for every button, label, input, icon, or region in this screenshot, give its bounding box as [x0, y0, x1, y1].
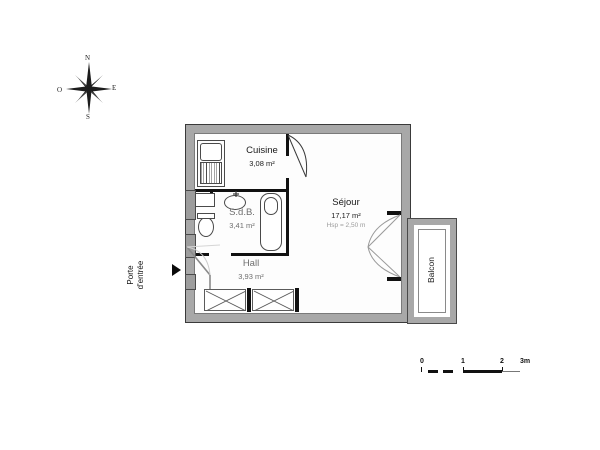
window-mullion-right: [295, 288, 299, 312]
balcony-structure: Balcon: [407, 218, 457, 324]
room-name-cuisine: Cuisine: [246, 145, 278, 156]
scale-segment-dash-b: [443, 370, 453, 373]
scale-segment-thin: [502, 371, 520, 372]
wall-stub-entrance-lower: [185, 234, 196, 258]
room-area-cuisine: 3,08 m²: [249, 158, 275, 168]
room-ceiling-height-sejour: Hsp = 2,50 m: [326, 222, 366, 230]
bathroom-toilet-tank: [197, 213, 215, 219]
room-label-hall: Hall 3,93 m²: [212, 258, 290, 281]
window-hall-right: [252, 289, 294, 311]
balcony-doorjamb-lower: [387, 277, 401, 281]
kitchen-counter-fixture: [200, 162, 222, 184]
compass-label-east: E: [112, 84, 117, 92]
window-mullion-center: [247, 288, 251, 312]
scale-tick-label-1: 1: [461, 358, 465, 365]
balcony-inner-outline: [418, 229, 446, 313]
room-name-sdb: S.d.B.: [229, 207, 255, 218]
scale-end-label: 3m: [520, 358, 531, 365]
entrance-label-line2: d'entrée: [135, 260, 145, 290]
partition-vertical-bathroom: [286, 189, 289, 256]
scale-bar: 0 1 2 3m: [420, 358, 530, 378]
entrance-label-line1: Porte: [126, 265, 135, 285]
scale-tick-label-0: 0: [420, 358, 424, 365]
window-hall-left: [204, 289, 246, 311]
compass-star-icon: [66, 62, 112, 114]
balcony-door-swing: [367, 214, 401, 278]
scale-tick-1: [463, 367, 464, 372]
entrance-arrow-icon: [172, 264, 181, 276]
partition-bathroom-doorjamb: [195, 189, 213, 192]
bathroom-cabinet-fixture: [195, 193, 215, 207]
scale-segment-dash-a: [428, 370, 438, 373]
bathroom-faucet-icon: [233, 191, 239, 197]
compass-label-south: S: [86, 113, 90, 121]
room-name-balcon: Balcon: [426, 257, 436, 283]
wall-stub-entrance-door: [185, 274, 196, 290]
scale-tick-0: [421, 367, 422, 372]
bathroom-bathtub-inner: [264, 197, 278, 215]
partition-horizontal-kitchen-bottom: [195, 189, 289, 192]
compass-label-west: O: [57, 86, 63, 94]
kitchen-door-swing: [287, 134, 308, 178]
partition-vertical-kitchen-lower: [286, 178, 289, 191]
room-name-hall: Hall: [242, 258, 260, 269]
compass-label-north: N: [85, 54, 91, 62]
bathroom-washbasin-fixture: [224, 195, 246, 210]
room-label-cuisine: Cuisine 3,08 m²: [226, 145, 298, 168]
room-area-sejour: 17,17 m²: [331, 210, 361, 220]
partition-horizontal-bathroom-bottom: [231, 253, 289, 256]
scale-tick-2: [502, 367, 503, 372]
partition-vertical-kitchen: [286, 134, 289, 156]
scale-tick-label-2: 2: [500, 358, 504, 365]
scale-segment-solid: [463, 370, 502, 373]
room-label-sejour: Séjour 17,17 m² Hsp = 2,50 m: [298, 197, 394, 230]
compass-rose: N E S O: [52, 52, 126, 126]
floor-plan-drawing: Cuisine 3,08 m² S.d.B. 3,41 m² Séjour 17…: [185, 124, 411, 323]
balcony-doorjamb-upper: [387, 211, 401, 215]
room-label-sdb: S.d.B. 3,41 m²: [204, 207, 280, 230]
room-area-hall: 3,93 m²: [238, 271, 264, 281]
kitchen-sink-fixture: [200, 143, 222, 161]
room-area-sdb: 3,41 m²: [229, 220, 255, 230]
room-name-sejour: Séjour: [332, 197, 360, 208]
wall-stub-entrance-upper: [185, 190, 196, 220]
kitchen-unit-outline: [197, 140, 225, 187]
